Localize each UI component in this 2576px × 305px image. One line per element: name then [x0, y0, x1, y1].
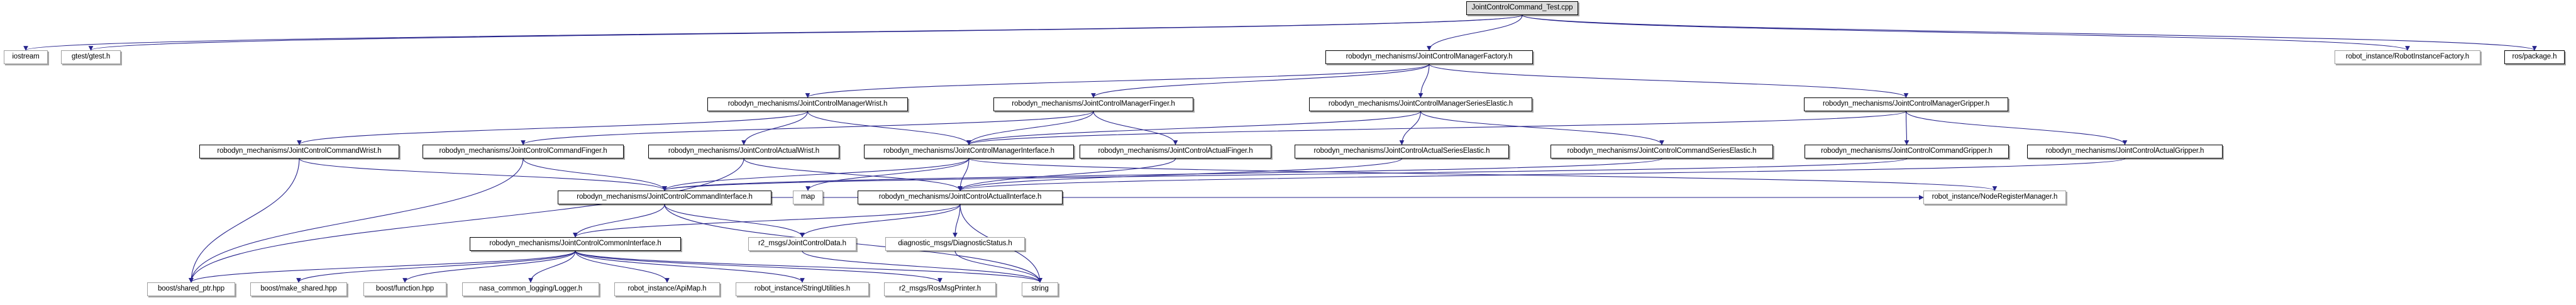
graph-node-mgr_gripper[interactable]: robodyn_mechanisms/JointControlManagerGr… — [1804, 97, 2008, 111]
graph-node-function[interactable]: boost/function.hpp — [363, 282, 446, 296]
graph-node-act_gripper[interactable]: robodyn_mechanisms/JointControlActualGri… — [2027, 145, 2223, 158]
graph-edge-mgr_series-to-mgr_iface — [966, 111, 1422, 145]
graph-edge-common_iface-to-function — [402, 250, 576, 283]
graph-edge-mgr_gripper-to-act_gripper — [1905, 111, 2128, 145]
graph-edge-mgr_iface-to-map — [805, 158, 970, 191]
graph-edge-mgr_series-to-act_series — [1399, 111, 1422, 145]
graph-edge-act_wrist-to-shared_ptr — [189, 158, 744, 283]
graph-edge-root-to-ros_package — [1522, 14, 2537, 51]
graph-edge-cmd_finger-to-shared_ptr — [189, 158, 524, 283]
graph-edge-cmd_wrist-to-shared_ptr — [189, 158, 300, 283]
graph-edge-mgr_wrist-to-cmd_wrist — [297, 111, 809, 145]
graph-edge-cmd_wrist-to-cmd_iface — [299, 158, 667, 191]
graph-edge-root-to-mgr_factory — [1427, 14, 1523, 51]
graph-node-act_wrist[interactable]: robodyn_mechanisms/JointControlActualWri… — [648, 145, 839, 158]
graph-edge-root-to-gtest — [89, 14, 1523, 51]
graph-node-gtest[interactable]: gtest/gtest.h — [61, 50, 121, 64]
graph-edge-common_iface-to-rosmsgprinter — [575, 250, 943, 283]
graph-node-shared_ptr[interactable]: boost/shared_ptr.hpp — [147, 282, 235, 296]
graph-edge-mgr_series-to-cmd_series — [1420, 111, 1664, 145]
graph-edge-diag_status-to-string — [954, 250, 1042, 283]
graph-node-rosmsgprinter[interactable]: r2_msgs/RosMsgPrinter.h — [884, 282, 996, 296]
graph-node-cmd_finger[interactable]: robodyn_mechanisms/JointControlCommandFi… — [423, 145, 624, 158]
graph-edge-mgr_finger-to-cmd_finger — [521, 111, 1094, 145]
graph-node-make_shared[interactable]: boost/make_shared.hpp — [250, 282, 347, 296]
graph-edge-common_iface-to-shared_ptr — [189, 250, 576, 283]
graph-edge-cmd_iface-to-common_iface — [573, 204, 665, 238]
graph-edge-mgr_gripper-to-mgr_iface — [966, 111, 1907, 145]
graph-node-diag_status[interactable]: diagnostic_msgs/DiagnosticStatus.h — [885, 237, 1025, 251]
graph-node-node_reg_mgr[interactable]: robot_instance/NodeRegisterManager.h — [1923, 191, 2066, 204]
graph-edge-jc_data-to-string — [802, 250, 1042, 283]
graph-edge-mgr_factory-to-mgr_finger — [1091, 64, 1430, 98]
graph-edge-act_series-to-act_iface — [958, 158, 1403, 191]
graph-node-common_iface[interactable]: robodyn_mechanisms/JointControlCommonInt… — [470, 237, 681, 251]
graph-edge-mgr_factory-to-mgr_gripper — [1429, 64, 1909, 98]
graph-edge-common_iface-to-logger — [528, 250, 576, 283]
graph-node-mgr_factory[interactable]: robodyn_mechanisms/JointControlManagerFa… — [1325, 50, 1533, 64]
graph-edge-act_iface-to-diag_status — [953, 204, 961, 238]
graph-node-iostream[interactable]: iostream — [4, 50, 48, 64]
graph-edge-root-to-iostream — [23, 14, 1523, 51]
graph-node-apimap[interactable]: robot_instance/ApiMap.h — [614, 282, 720, 296]
graph-node-jc_data[interactable]: r2_msgs/JointControlData.h — [748, 237, 856, 251]
graph-node-mgr_wrist[interactable]: robodyn_mechanisms/JointControlManagerWr… — [707, 97, 908, 111]
graph-node-mgr_series[interactable]: robodyn_mechanisms/JointControlManagerSe… — [1309, 97, 1532, 111]
graph-node-logger[interactable]: nasa_common_logging/Logger.h — [462, 282, 599, 296]
graph-edge-mgr_finger-to-mgr_iface — [966, 111, 1094, 145]
graph-edge-root-to-robot_instance_factory — [1522, 14, 2410, 51]
graph-node-cmd_gripper[interactable]: robodyn_mechanisms/JointControlCommandGr… — [1805, 145, 2009, 158]
graph-edge-common_iface-to-make_shared — [296, 250, 576, 283]
graph-node-cmd_wrist[interactable]: robodyn_mechanisms/JointControlCommandWr… — [199, 145, 399, 158]
graph-edge-cmd_iface-to-jc_data — [664, 204, 805, 238]
graph-edge-mgr_iface-to-cmd_iface — [662, 158, 970, 191]
graph-edge-mgr_finger-to-act_finger — [1093, 111, 1178, 145]
graph-edge-mgr_gripper-to-cmd_gripper — [1904, 111, 1910, 145]
graph-edge-mgr_factory-to-mgr_wrist — [805, 64, 1430, 98]
graph-edge-act_gripper-to-act_iface — [958, 158, 2126, 191]
graph-node-ros_package[interactable]: ros/package.h — [2504, 50, 2565, 64]
graph-node-mgr_iface[interactable]: robodyn_mechanisms/JointControlManagerIn… — [864, 145, 1074, 158]
graph-edge-common_iface-to-string — [575, 250, 1042, 283]
graph-edge-mgr_wrist-to-mgr_iface — [807, 111, 971, 145]
graph-edge-mgr_iface-to-node_reg_mgr — [968, 158, 1997, 191]
graph-edge-act_iface-to-jc_data — [800, 204, 961, 238]
graph-edge-act_wrist-to-act_iface — [743, 158, 963, 191]
graph-edge-cmd_series-to-cmd_iface — [662, 158, 1662, 191]
graph-node-cmd_iface[interactable]: robodyn_mechanisms/JointControlCommandIn… — [558, 191, 771, 204]
graph-edge-common_iface-to-stringutil — [575, 250, 805, 283]
graph-node-act_series[interactable]: robodyn_mechanisms/JointControlActualSer… — [1295, 145, 1509, 158]
graph-node-act_iface[interactable]: robodyn_mechanisms/JointControlActualInt… — [858, 191, 1063, 204]
graph-edge-act_iface-to-common_iface — [573, 204, 961, 238]
graph-node-mgr_finger[interactable]: robodyn_mechanisms/JointControlManagerFi… — [993, 97, 1193, 111]
graph-node-root[interactable]: JointControlCommand_Test.cpp — [1466, 1, 1578, 15]
graph-edge-mgr_factory-to-mgr_series — [1418, 64, 1430, 98]
graph-node-string[interactable]: string — [1022, 282, 1058, 296]
graph-node-act_finger[interactable]: robodyn_mechanisms/JointControlActualFin… — [1080, 145, 1271, 158]
graph-node-map[interactable]: map — [793, 191, 823, 204]
graph-edge-cmd_finger-to-cmd_iface — [522, 158, 667, 191]
graph-edge-act_finger-to-act_iface — [958, 158, 1176, 191]
graph-edge-mgr_iface-to-act_iface — [958, 158, 970, 191]
graph-edge-common_iface-to-apimap — [575, 250, 670, 283]
graph-node-cmd_series[interactable]: robodyn_mechanisms/JointControlCommandSe… — [1551, 145, 1773, 158]
graph-node-robot_instance_factory[interactable]: robot_instance/RobotInstanceFactory.h — [2335, 50, 2480, 64]
graph-edge-mgr_wrist-to-act_wrist — [741, 111, 809, 145]
graph-node-stringutil[interactable]: robot_instance/StringUtilities.h — [736, 282, 869, 296]
graph-edge-cmd_gripper-to-cmd_iface — [662, 158, 1908, 191]
